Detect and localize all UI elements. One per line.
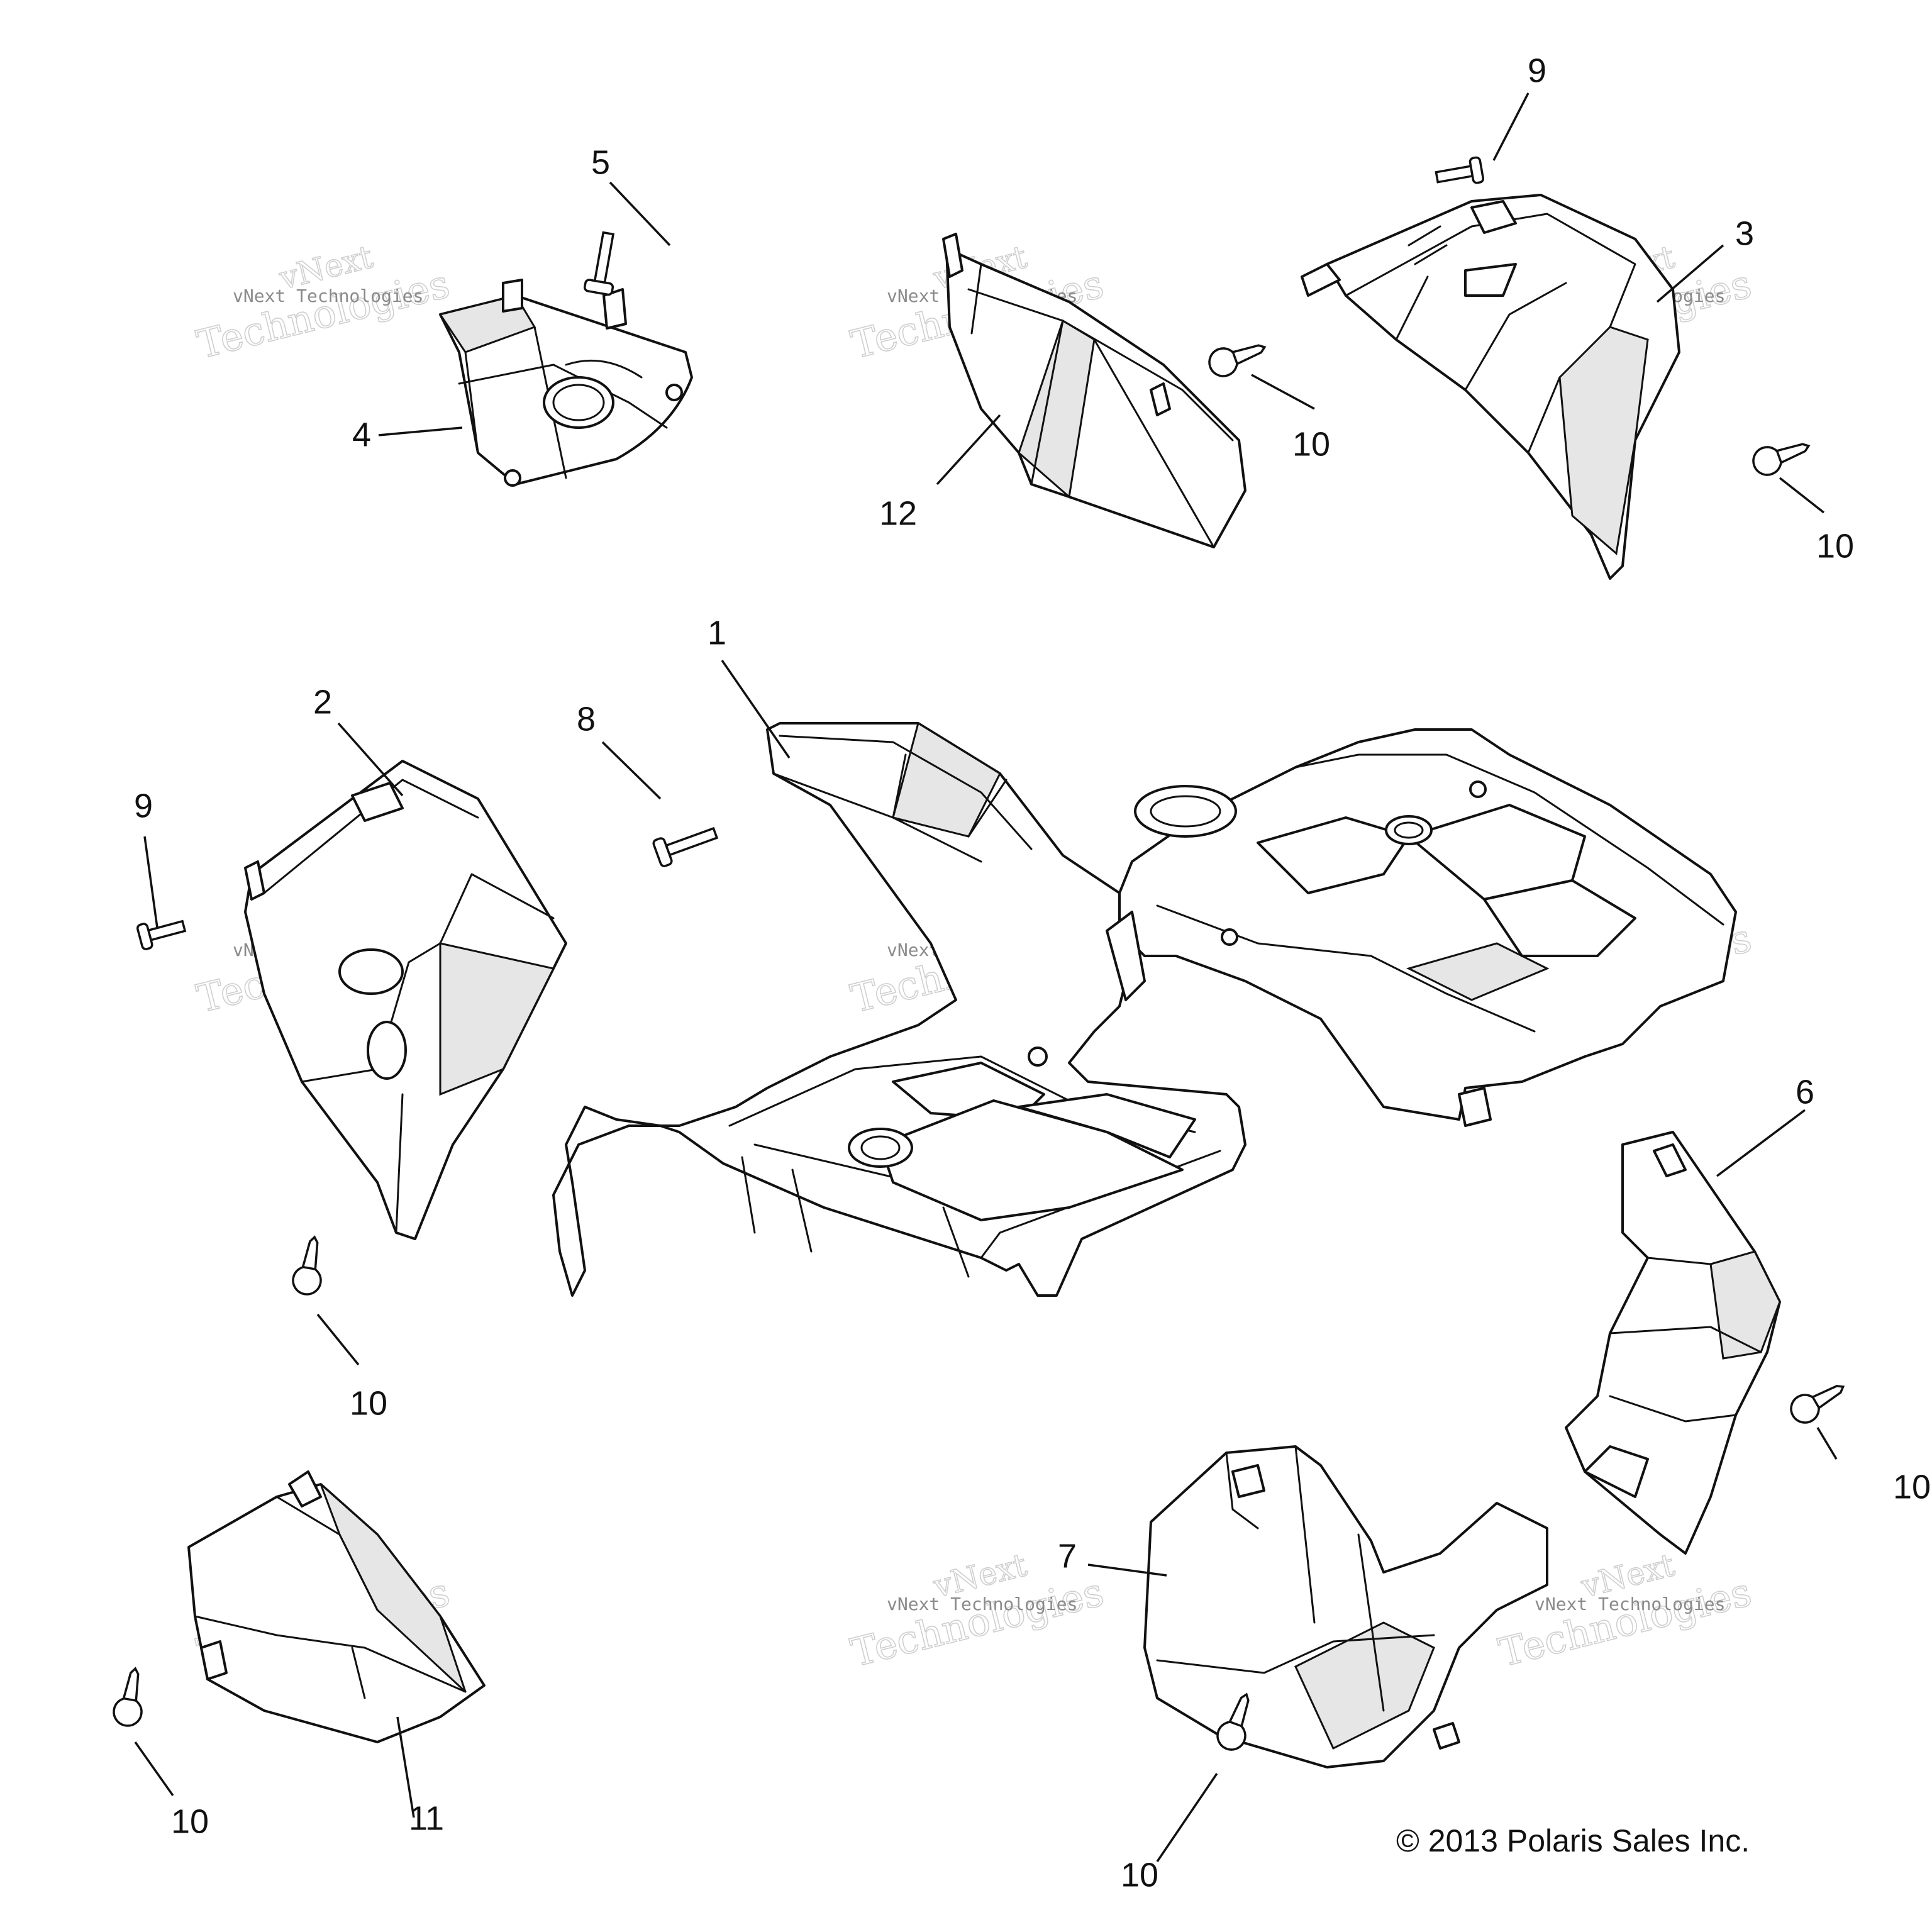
callout-1: 1 [708, 614, 726, 652]
part-2-side-panel [244, 760, 567, 1240]
callout-3: 3 [1735, 214, 1754, 252]
part-12-shroud [942, 233, 1246, 548]
callout-10-bottom-left: 10 [171, 1802, 209, 1840]
push-pin-10-icon [292, 1235, 322, 1296]
callout-9-left: 9 [134, 787, 153, 824]
callout-7: 7 [1058, 1537, 1077, 1575]
callout-11: 11 [409, 1799, 444, 1837]
callout-10-top-center: 10 [1292, 425, 1330, 463]
part-3-panel [1301, 194, 1680, 580]
push-pin-10-icon [113, 1667, 143, 1727]
callout-2: 2 [313, 683, 332, 721]
part-7-panel [1143, 1445, 1548, 1768]
watermark: vNext Technologies vNext Technologies [192, 238, 454, 368]
screw-5-icon [584, 231, 615, 296]
push-pin-10-icon [1790, 1385, 1845, 1424]
svg-text:vNext Technologies: vNext Technologies [1535, 1594, 1725, 1614]
callout-10-right: 10 [1893, 1468, 1931, 1506]
part-4-cover [438, 279, 693, 487]
callout-8: 8 [577, 700, 596, 738]
callout-10-left: 10 [350, 1384, 387, 1422]
callouts: 1 2 3 4 5 6 7 8 9 9 10 10 10 10 10 10 11… [134, 52, 1931, 1894]
screw-9-top-icon [1435, 156, 1485, 184]
callout-9-top: 9 [1528, 52, 1546, 89]
callout-10-top-right: 10 [1816, 527, 1854, 565]
push-pin-10-icon [1208, 344, 1267, 377]
screw-9-left-icon [136, 919, 187, 950]
callout-10-bottom-center: 10 [1121, 1856, 1158, 1894]
callout-5: 5 [591, 143, 610, 181]
part-11-shroud [187, 1470, 486, 1743]
fasteners [113, 156, 1845, 1751]
callout-12: 12 [879, 494, 917, 532]
callout-6: 6 [1796, 1073, 1814, 1111]
copyright-notice: © 2013 Polaris Sales Inc. [1396, 1823, 1750, 1858]
callout-4: 4 [352, 416, 371, 453]
push-pin-10-icon [1216, 1692, 1250, 1751]
part-6-side-panel [1565, 1131, 1781, 1555]
leader-lines [134, 92, 1838, 1862]
screw-8-icon [652, 826, 719, 867]
svg-text:vNext Technologies: vNext Technologies [233, 286, 423, 306]
part-1-body-fender [552, 721, 1737, 1297]
svg-text:vNext Technologies: vNext Technologies [887, 1594, 1077, 1614]
push-pin-10-icon [1752, 443, 1811, 476]
